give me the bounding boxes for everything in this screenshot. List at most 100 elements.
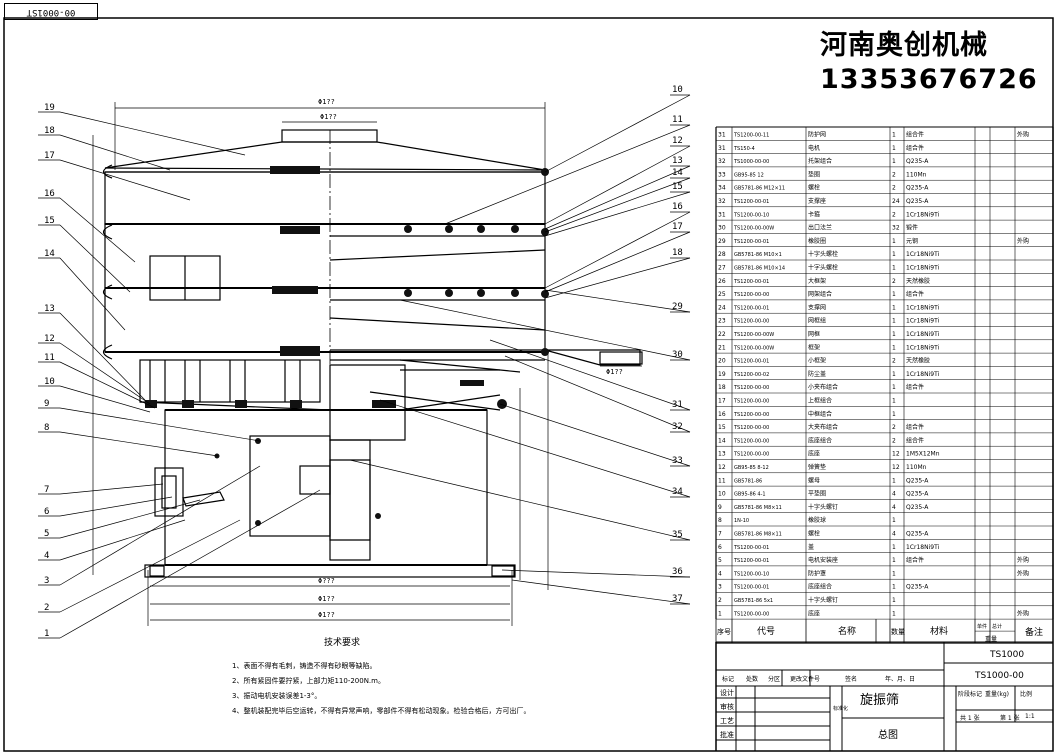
bom-cell: 框架 (808, 343, 820, 351)
bom-header-weight: 重量 (985, 635, 997, 643)
bom-cell: 2 (892, 358, 896, 365)
bom-cell: 托架组合 (808, 157, 832, 165)
callout-right: 13 (672, 156, 683, 166)
bom-cell: TS1200-00-10 (733, 212, 769, 218)
bom-cell: 橡胶球 (808, 516, 826, 524)
title-label: 签名 (845, 675, 857, 683)
drawing-number: TS1000-00 (974, 671, 1024, 681)
bom-cell: 1 (892, 331, 896, 338)
bom-cell: 15 (718, 424, 726, 431)
bom-cell: 24 (892, 198, 900, 205)
bom-cell: 12 (718, 464, 726, 471)
bom-cell: 1Cr18Ni9Ti (906, 544, 940, 551)
dim-bottom-1: Φ??? (318, 577, 335, 585)
bom-cell: 十字头螺钉 (808, 503, 838, 511)
bom-cell: 电机 (808, 144, 820, 152)
bom-cell: 32 (718, 158, 726, 165)
bom-cell: 31 (718, 211, 726, 218)
bom-cell: 卡箍 (808, 210, 820, 218)
bom-cell: 4 (892, 504, 896, 511)
bom-cell: 24 (718, 304, 726, 311)
bom-cell: TS1200-00-00 (733, 425, 769, 431)
bom-cell: 元钢 (906, 237, 918, 245)
bom-cell: 30 (718, 225, 726, 232)
bom-cell: TS1200-00-01 (733, 279, 769, 285)
role-label: 审核 (720, 702, 734, 711)
bom-cell: 1Cr18Ni9Ti (906, 211, 940, 218)
weight-label: 重量(kg) (985, 690, 1009, 698)
bom-cell: 组合件 (906, 423, 924, 431)
callout-left: 5 (44, 529, 49, 539)
bom-cell: TS1200-00-00 (733, 385, 769, 391)
bom-cell: 1 (892, 610, 896, 617)
bom-cell: 1 (892, 251, 896, 258)
bom-cell: 1 (892, 584, 896, 591)
bom-cell: TS150-4 (733, 146, 755, 152)
bom-cell: 2 (892, 424, 896, 431)
product-name: 旋振筛 (860, 693, 899, 708)
callout-left: 6 (44, 507, 49, 517)
bom-cell: Q235-A (906, 584, 929, 591)
bom-cell: 2 (892, 171, 896, 178)
callout-left: 8 (44, 423, 49, 433)
bom-cell: 2 (892, 185, 896, 192)
callout-right: 15 (672, 182, 683, 192)
bom-cell: TS1200-00-01 (733, 585, 769, 591)
bom-cell: 32 (718, 198, 726, 205)
bom-cell: 1 (892, 158, 896, 165)
bom-cell: 17 (718, 398, 726, 405)
bom-cell: GB5781-86 5x1 (734, 598, 773, 604)
bom-cell: 28 (718, 251, 726, 258)
bom-cell: 螺栓 (808, 530, 820, 538)
view-name: 总图 (878, 728, 898, 741)
bom-cell: GB95-85 12 (734, 172, 764, 178)
bom-cell: 12 (892, 451, 900, 458)
bom-cell: GB95-86 4-1 (734, 492, 766, 498)
bom-cell: TS1200-00-11 (733, 133, 769, 139)
bom-cell: 31 (718, 145, 726, 152)
callout-left: 10 (44, 377, 55, 387)
bom-cell: 11 (718, 477, 726, 484)
bom-cell: 10 (718, 491, 726, 498)
bom-cell: TS1200-00-01 (733, 359, 769, 365)
bom-cell: 组合件 (906, 383, 924, 391)
callout-right: 35 (672, 530, 683, 540)
bom-cell: 21 (718, 344, 726, 351)
bom-cell: 小夹布组合 (808, 383, 838, 391)
callout-left: 12 (44, 334, 55, 344)
bom-cell: TS1200-00-01 (733, 305, 769, 311)
bom-cell: TS1200-00-00W (733, 345, 774, 351)
role-label: 设计 (720, 688, 734, 697)
bom-cell: 1 (892, 145, 896, 152)
callout-left: 3 (44, 576, 49, 586)
bom-cell: 7 (718, 531, 722, 538)
bom-cell: 1 (892, 517, 896, 524)
bom-cell: 电机安装座 (808, 556, 838, 564)
bom-cell: 31 (718, 132, 726, 139)
bom-cell: 3 (718, 584, 722, 591)
callout-right: 32 (672, 422, 683, 432)
callouts-right: 10 11 12 13 14 15 16 17 18 29 30 31 32 3… (672, 85, 683, 604)
title-block (715, 641, 1054, 752)
bom-cell: 1 (892, 304, 896, 311)
bom-cell: 网框组 (808, 317, 826, 325)
bom-cell: 外购 (1017, 237, 1029, 245)
bom-cell: 110Mn (906, 464, 927, 471)
bom-cell: 110Mn (906, 171, 927, 178)
bom-cell: 5 (718, 557, 722, 564)
bom-cell: 23 (718, 318, 726, 325)
bom-cell: 天然橡胶 (906, 277, 930, 285)
note-item: 2、所有紧固件要拧紧，上部力矩110-200N.m。 (232, 677, 385, 685)
bom-cell: 1 (892, 291, 896, 298)
bom-cell: TS1200-00-00 (733, 412, 769, 418)
bom-cell: Q235-A (906, 531, 929, 538)
bom-cell: 16 (718, 411, 726, 418)
bom-cell: 十字头螺栓 (808, 250, 838, 258)
bom-cell: 外购 (1017, 556, 1029, 564)
bom-header-unit: 单件 (977, 623, 987, 630)
bom-cell: 32 (892, 225, 900, 232)
bom-cell: 2 (718, 597, 722, 604)
sheet-count: 共 1 张 (960, 714, 980, 722)
bom-cell: 组合件 (906, 290, 924, 298)
bom-cell: 出口法兰 (808, 224, 832, 232)
